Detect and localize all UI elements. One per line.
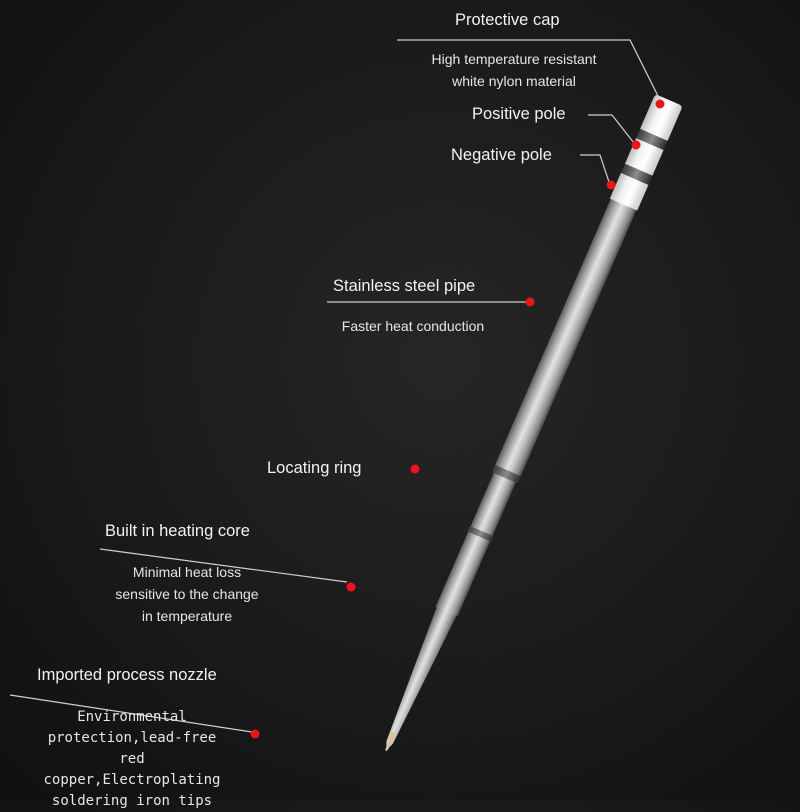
positive-pole-title: Positive pole [472, 105, 566, 123]
marker-nozzle [250, 729, 260, 739]
leader-positive-pole [588, 114, 635, 144]
marker-positive-pole [631, 140, 641, 150]
nozzle-body [386, 604, 458, 748]
soldering-tip [385, 95, 682, 752]
leader-nozzle [9, 694, 253, 733]
marker-heating-core [346, 582, 356, 592]
leader-negative-pole [580, 154, 611, 186]
steel-pipe [495, 197, 638, 477]
heating-core-desc: Minimal heat loss sensitive to the chang… [115, 564, 259, 624]
nozzle-tip [385, 731, 398, 752]
marker-locating-ring [410, 464, 420, 474]
core-ring [467, 525, 494, 542]
leader-heating-core [99, 548, 348, 583]
cap-top [640, 95, 682, 141]
negative-pole-title: Negative pole [451, 146, 552, 164]
cap-lower [609, 172, 649, 211]
locating-ring-band [491, 463, 522, 484]
locating-ring-title: Locating ring [267, 459, 362, 477]
protective-cap-desc: High temperature resistant white nylon m… [431, 51, 597, 89]
leader-protective-cap [397, 39, 661, 101]
nozzle-title: Imported process nozzle [37, 666, 217, 684]
markers [250, 99, 665, 739]
marker-stainless-steel-pipe [525, 297, 535, 307]
positive-pole-band [636, 128, 668, 151]
stainless-steel-pipe-desc: Faster heat conduction [341, 318, 485, 334]
nozzle-desc: Environmental protection,lead-free red c… [43, 709, 221, 809]
marker-negative-pole [606, 180, 616, 190]
heating-core-title: Built in heating core [105, 522, 250, 540]
stainless-steel-pipe-title: Stainless steel pipe [333, 277, 476, 295]
protective-cap-title: Protective cap [455, 11, 560, 29]
negative-pole-band [620, 163, 653, 185]
heating-core-section [435, 471, 517, 617]
marker-protective-cap [655, 99, 665, 109]
leader-lines [9, 39, 661, 733]
